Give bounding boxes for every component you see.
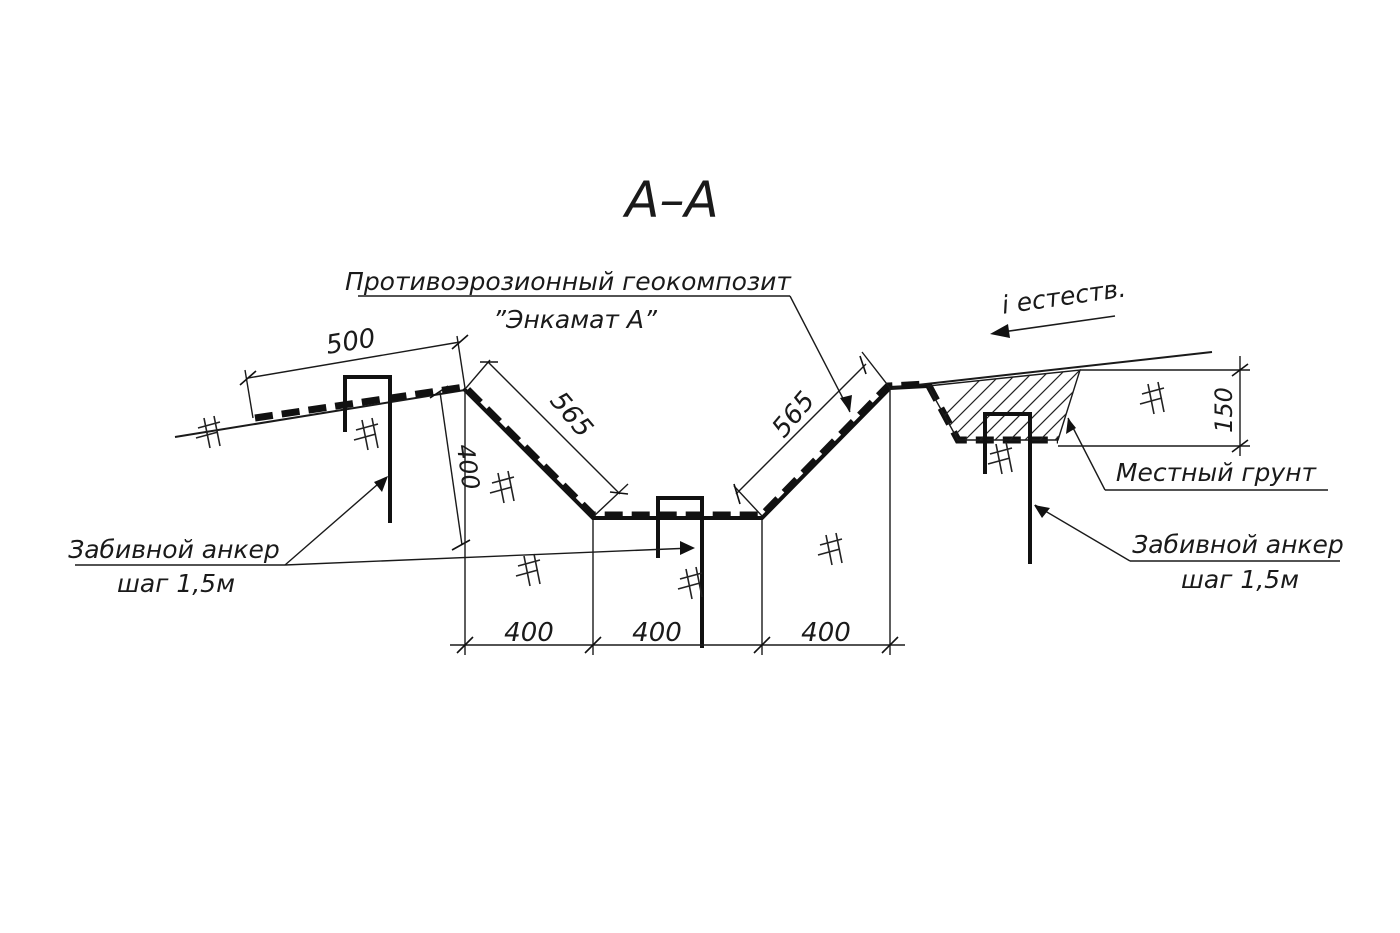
geocomposite-layer <box>254 380 1058 519</box>
anchor-left-label-line1: Забивной анкер <box>68 535 280 564</box>
dim-bottom-mid-value: 400 <box>632 618 682 648</box>
ground-line-left <box>174 389 466 438</box>
section-title: А–А <box>622 171 718 229</box>
dim-ditch-depth-value: 150 <box>1210 387 1238 433</box>
local-soil-callout: Местный грунт <box>1066 417 1328 491</box>
geocomposite-label-line2: ”Энкамат А” <box>493 305 658 334</box>
ground-line-right <box>889 351 1213 389</box>
anchor-left-label-line2: шаг 1,5м <box>117 569 235 598</box>
dim-bottom-right-value: 400 <box>801 618 851 648</box>
slope-label: i естеств. <box>1000 274 1128 320</box>
geocomposite-callout: Противоэрозионный геокомпозит ”Энкамат А… <box>345 267 852 413</box>
dim-right-slope-value: 565 <box>766 386 821 443</box>
soil-hatches <box>195 381 1165 600</box>
anchor-right-label-line2: шаг 1,5м <box>1181 565 1299 594</box>
dim-top-left: 500 <box>239 323 469 419</box>
dim-bottom-left-value: 400 <box>504 618 554 648</box>
anchor-right-label-line1: Забивной анкер <box>1132 530 1344 559</box>
local-soil-label: Местный грунт <box>1116 458 1318 487</box>
geocomposite-label-line1: Противоэрозионный геокомпозит <box>345 267 792 296</box>
anchor-left-callout: Забивной анкер шаг 1,5м <box>68 476 695 598</box>
slope-arrow-icon <box>990 324 1010 338</box>
anchor-right-callout: Забивной анкер шаг 1,5м <box>1034 504 1344 594</box>
anchor-left-top <box>343 375 392 523</box>
slope-indicator: i естеств. <box>990 274 1128 338</box>
dim-bottom-chain: 400 400 400 <box>450 388 905 655</box>
dim-depth-value: 400 <box>451 442 485 491</box>
dim-ditch-depth: 150 <box>1058 356 1250 456</box>
dim-depth: 400 <box>429 385 485 551</box>
dim-left-slope-value: 565 <box>544 386 599 443</box>
anchor-right <box>983 412 1032 564</box>
dim-right-slope: 565 <box>733 351 891 517</box>
dim-top-left-value: 500 <box>324 323 378 360</box>
